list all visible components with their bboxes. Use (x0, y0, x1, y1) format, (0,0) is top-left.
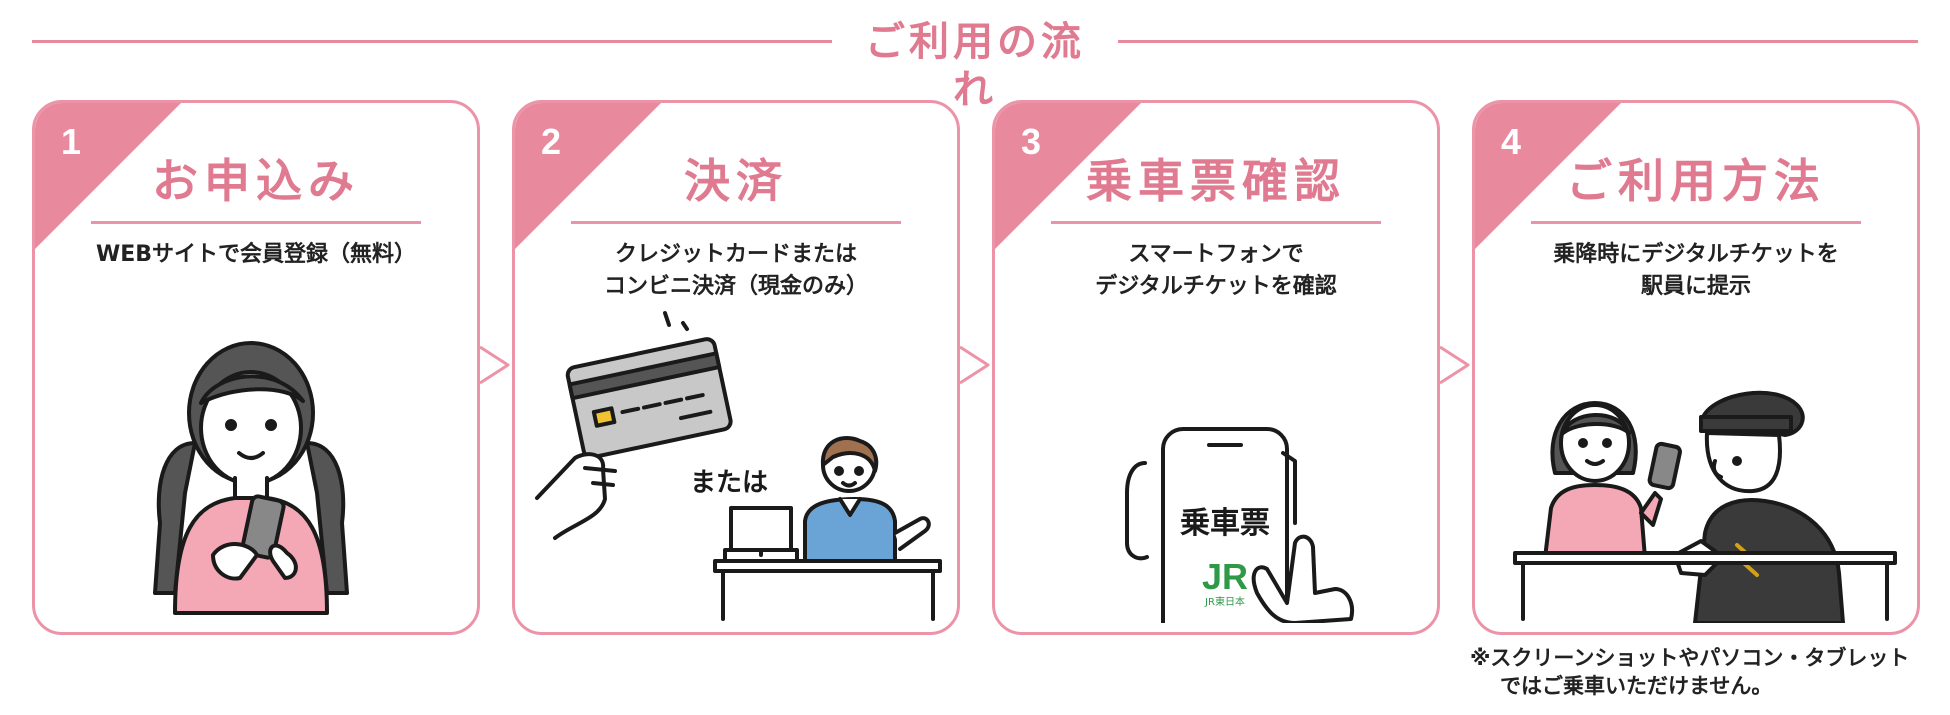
step-title: お申込み (152, 154, 360, 208)
step-card-4: 4 ご利用方法 乗降時にデジタルチケットを 駅員に提示 (1472, 100, 1920, 635)
step-number: 3 (1021, 121, 1042, 162)
step-description-line: デジタルチケットを確認 (1095, 274, 1337, 299)
header-rule-right (1118, 40, 1918, 43)
woman-with-smartphone-illustration (153, 341, 349, 615)
card-payment-illustration: または (535, 311, 942, 621)
chevron-right-icon (479, 345, 510, 385)
step-corner (515, 103, 663, 251)
footnote-line: ではご乗車いただけません。 (1500, 674, 1773, 698)
step-corner (1475, 103, 1623, 251)
step-divider (1051, 221, 1381, 224)
step-description-line: 乗降時にデジタルチケットを (1553, 242, 1839, 267)
step-divider (91, 221, 421, 224)
jr-logo-sub: JR東日本 (1204, 595, 1245, 608)
showing-ticket-to-staff-illustration (1513, 390, 1897, 623)
footnote: ※スクリーンショットやパソコン・タブレット ではご乗車いただけません。 (1470, 644, 1909, 700)
step-description: クレジットカードまたは コンビニ決済（現金のみ） (535, 239, 937, 303)
step-description-line: クレジットカードまたは (614, 242, 857, 267)
step-divider (1531, 221, 1861, 224)
page-title: ご利用の流れ (865, 19, 1085, 113)
step-corner (35, 103, 183, 251)
step-description-line: 駅員に提示 (1640, 274, 1751, 299)
smartphone-ticket-illustration: 乗車票 JR JR東日本 (1125, 427, 1354, 623)
step-number: 4 (1501, 121, 1522, 162)
jr-logo: JR (1202, 556, 1248, 597)
step-card-2: 2 決済 クレジットカードまたは コンビニ決済（現金のみ） または (512, 100, 960, 635)
step-description-line: スマートフォンで (1128, 242, 1304, 267)
step-card-3: 3 乗車票確認 スマートフォンで デジタルチケットを確認 乗車票 JR JR東日… (992, 100, 1440, 635)
step-title: 乗車票確認 (1086, 154, 1346, 208)
or-label: または (690, 468, 768, 498)
step-description-line: WEBサイトで会員登録（無料） (95, 242, 417, 267)
header-rule-left (32, 40, 832, 43)
footnote-line: ※スクリーンショットやパソコン・タブレット (1470, 646, 1910, 670)
section-header: ご利用の流れ (32, 18, 1918, 113)
step-title: 決済 (684, 154, 788, 208)
step-description: WEBサイトで会員登録（無料） (55, 239, 457, 271)
step-corner (995, 103, 1143, 251)
phone-ticket-label: 乗車票 (1180, 506, 1270, 541)
step-divider (571, 221, 901, 224)
step-number: 1 (61, 121, 82, 162)
step-number: 2 (541, 121, 562, 162)
step-title: ご利用方法 (1566, 154, 1826, 208)
step-card-1: 1 お申込み WEBサイトで会員登録（無料） (32, 100, 480, 635)
step-description: 乗降時にデジタルチケットを 駅員に提示 (1495, 239, 1897, 303)
step-description: スマートフォンで デジタルチケットを確認 (1015, 239, 1417, 303)
step-description-line: コンビニ決済（現金のみ） (603, 274, 868, 299)
chevron-right-icon (1439, 345, 1470, 385)
chevron-right-icon (959, 345, 990, 385)
